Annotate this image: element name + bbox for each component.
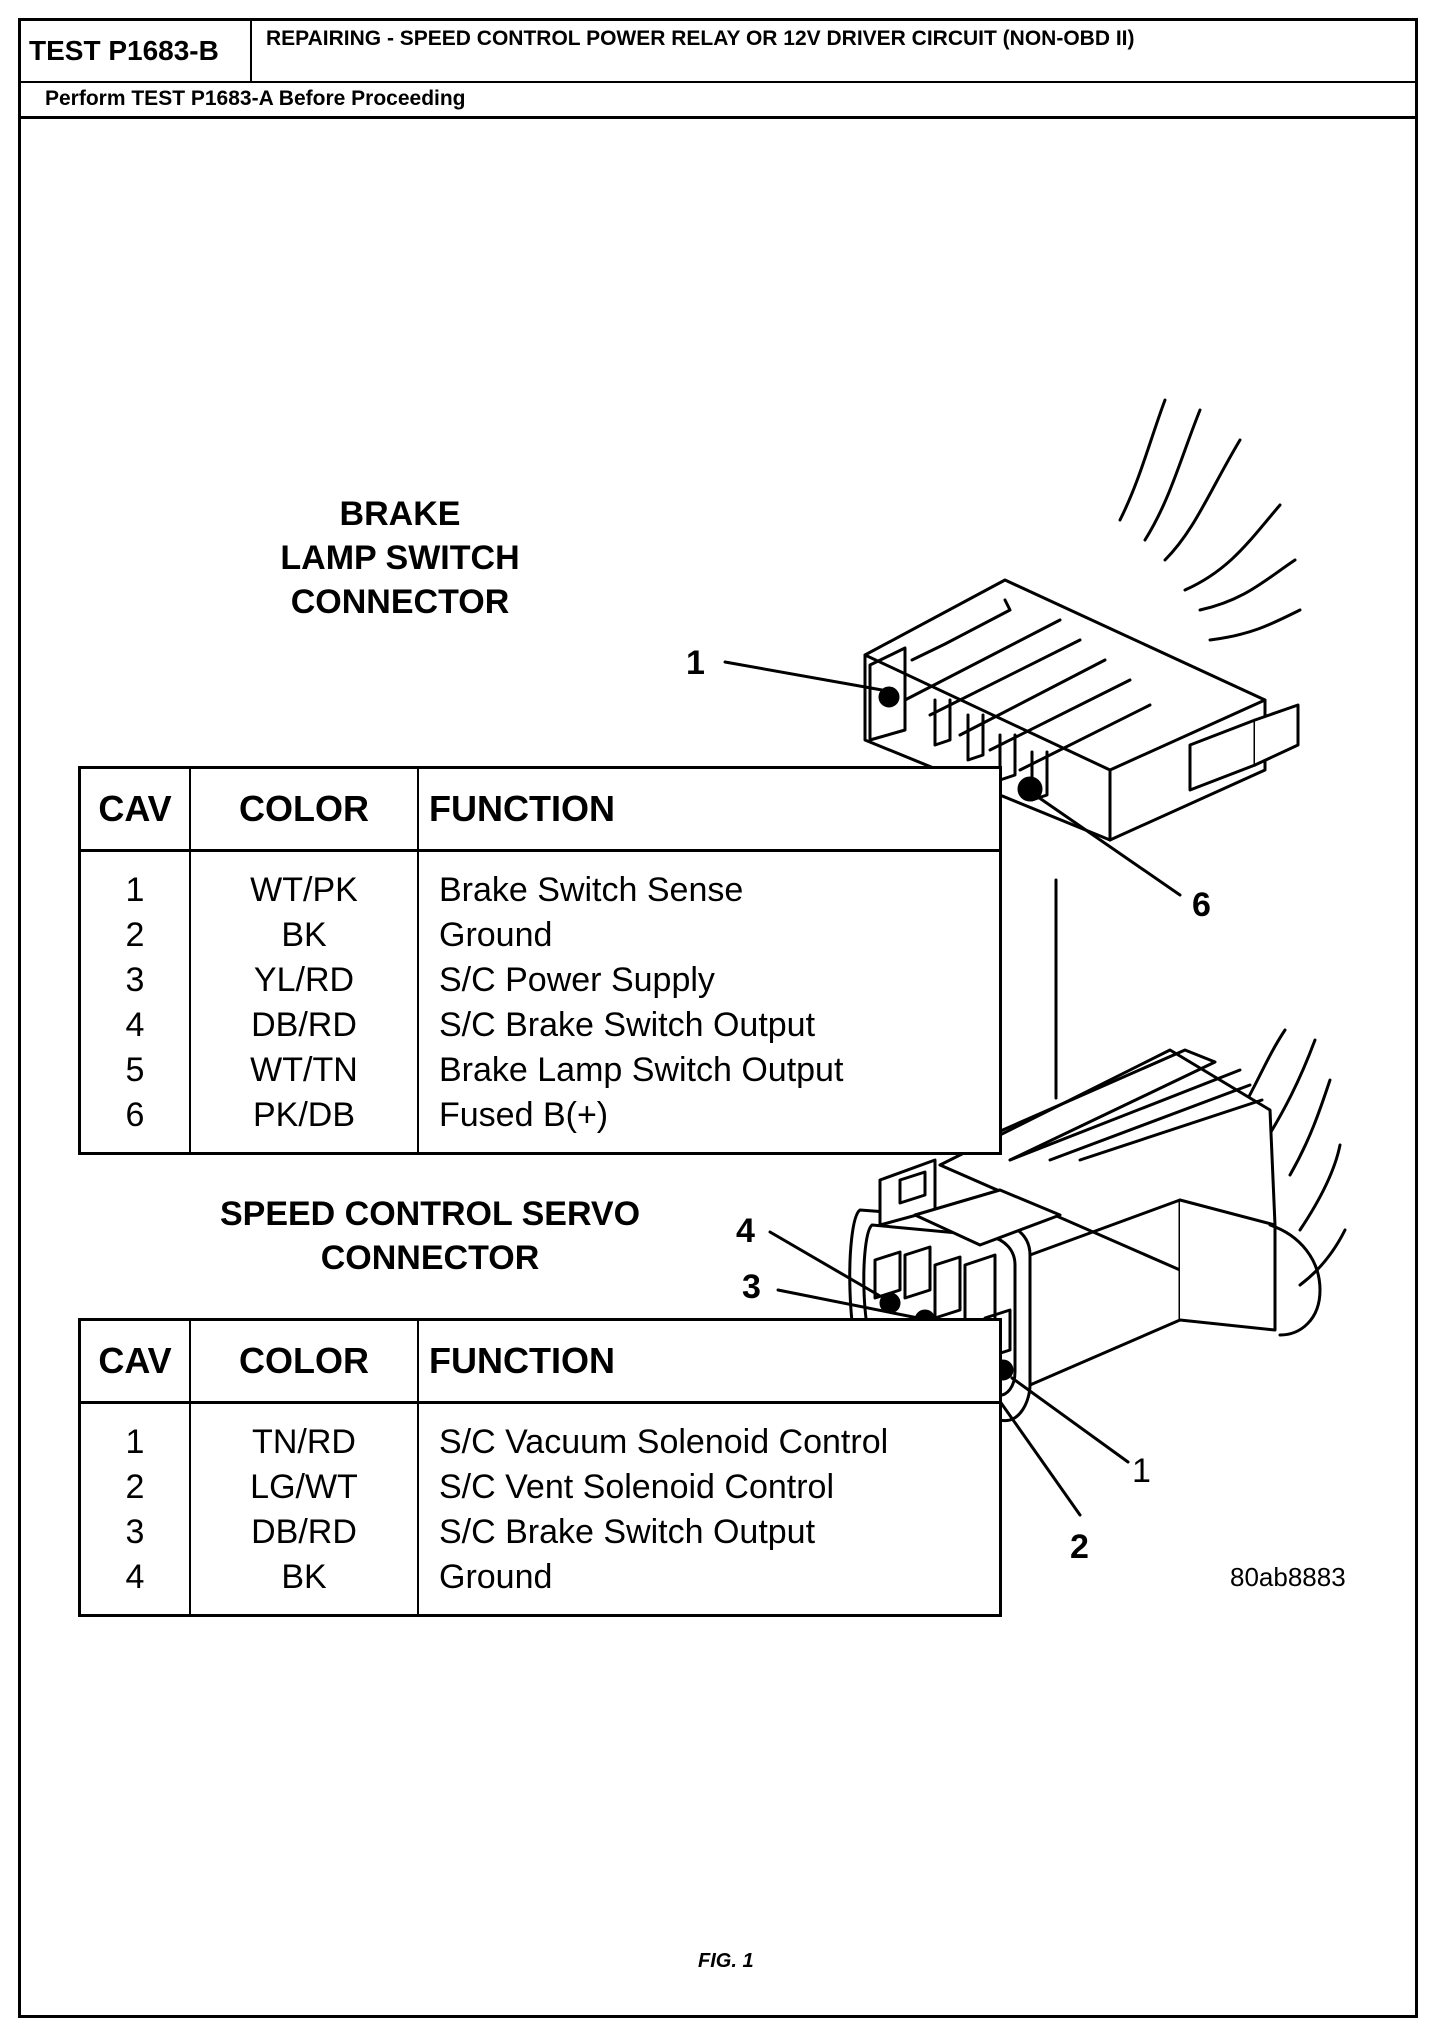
- column-header-color: COLOR: [190, 1319, 419, 1404]
- table-header-row: CAV COLOR FUNCTION: [79, 1319, 1001, 1404]
- heading-line: BRAKE: [339, 495, 461, 533]
- brake-lamp-switch-heading: BRAKE LAMP SWITCH CONNECTOR: [240, 492, 560, 624]
- cav-cell: 2: [79, 1465, 191, 1510]
- cav-cell: 5: [79, 1048, 191, 1093]
- heading-line: SPEED CONTROL SERVO: [219, 1195, 641, 1233]
- table-row: 6 PK/DB Fused B(+): [79, 1093, 1001, 1154]
- color-cell: WT/PK: [190, 850, 419, 913]
- color-cell: DB/RD: [190, 1510, 419, 1555]
- function-cell: S/C Power Supply: [439, 961, 715, 999]
- brake-lamp-switch-pin-table: CAV COLOR FUNCTION 1 WT/PK Brake Switch …: [78, 766, 1002, 1155]
- function-cell: Brake Lamp Switch Output: [439, 1051, 844, 1089]
- figure-caption: FIG. 1: [698, 1950, 754, 1972]
- subheader-text: Perform TEST P1683-A Before Proceeding: [45, 87, 466, 110]
- cav-cell: 2: [79, 913, 191, 958]
- table-row: 4 DB/RD S/C Brake Switch Output: [79, 1003, 1001, 1048]
- cav-cell: 4: [79, 1003, 191, 1048]
- table-row: 1 WT/PK Brake Switch Sense: [79, 850, 1001, 913]
- color-cell: DB/RD: [190, 1003, 419, 1048]
- color-cell: BK: [190, 1555, 419, 1616]
- color-cell: TN/RD: [190, 1402, 419, 1465]
- cav-cell: 3: [79, 1510, 191, 1555]
- table-row: 3 DB/RD S/C Brake Switch Output: [79, 1510, 1001, 1555]
- speed-control-servo-heading: SPEED CONTROL SERVO CONNECTOR: [150, 1192, 710, 1280]
- table-row: 5 WT/TN Brake Lamp Switch Output: [79, 1048, 1001, 1093]
- servo-callout-1: 1: [1132, 1452, 1151, 1490]
- header-row: TEST P1683-B REPAIRING - SPEED CONTROL P…: [21, 21, 1415, 83]
- heading-line: LAMP SWITCH: [280, 539, 520, 577]
- cav-cell: 3: [79, 958, 191, 1003]
- heading-line: CONNECTOR: [290, 583, 510, 621]
- test-id: TEST P1683-B: [21, 21, 252, 81]
- column-header-cav: CAV: [79, 1319, 191, 1404]
- subheader-row: Perform TEST P1683-A Before Proceeding: [21, 83, 1415, 119]
- function-cell: S/C Brake Switch Output: [439, 1006, 816, 1044]
- color-cell: YL/RD: [190, 958, 419, 1003]
- color-cell: PK/DB: [190, 1093, 419, 1154]
- function-cell: S/C Brake Switch Output: [439, 1513, 816, 1551]
- brake-callout-6: 6: [1192, 886, 1211, 924]
- function-cell: S/C Vent Solenoid Control: [439, 1468, 835, 1506]
- cav-cell: 1: [79, 850, 191, 913]
- servo-callout-3: 3: [742, 1268, 761, 1306]
- column-header-color: COLOR: [190, 767, 419, 852]
- color-cell: LG/WT: [190, 1465, 419, 1510]
- reference-code: 80ab8883: [1230, 1562, 1346, 1592]
- cav-cell: 4: [79, 1555, 191, 1616]
- servo-callout-4: 4: [736, 1212, 755, 1250]
- servo-callout-2: 2: [1070, 1528, 1089, 1566]
- table-row: 1 TN/RD S/C Vacuum Solenoid Control: [79, 1402, 1001, 1465]
- function-cell: Ground: [439, 916, 553, 954]
- page-frame: TEST P1683-B REPAIRING - SPEED CONTROL P…: [18, 18, 1418, 2018]
- color-cell: WT/TN: [190, 1048, 419, 1093]
- table-row: 4 BK Ground: [79, 1555, 1001, 1616]
- table-header-row: CAV COLOR FUNCTION: [79, 767, 1001, 852]
- function-cell: S/C Vacuum Solenoid Control: [439, 1423, 889, 1461]
- brake-callout-1: 1: [686, 644, 705, 682]
- function-cell: Brake Switch Sense: [439, 871, 744, 909]
- column-header-function: FUNCTION: [418, 1319, 1001, 1404]
- cav-cell: 6: [79, 1093, 191, 1154]
- heading-line: CONNECTOR: [320, 1239, 540, 1277]
- table-row: 3 YL/RD S/C Power Supply: [79, 958, 1001, 1003]
- table-row: 2 BK Ground: [79, 913, 1001, 958]
- speed-control-servo-pin-table: CAV COLOR FUNCTION 1 TN/RD S/C Vacuum So…: [78, 1318, 1002, 1617]
- column-header-function: FUNCTION: [418, 767, 1001, 852]
- function-cell: Fused B(+): [439, 1096, 609, 1134]
- column-header-cav: CAV: [79, 767, 191, 852]
- color-cell: BK: [190, 913, 419, 958]
- function-cell: Ground: [439, 1558, 553, 1596]
- cav-cell: 1: [79, 1402, 191, 1465]
- table-row: 2 LG/WT S/C Vent Solenoid Control: [79, 1465, 1001, 1510]
- test-title: REPAIRING - SPEED CONTROL POWER RELAY OR…: [266, 27, 1135, 50]
